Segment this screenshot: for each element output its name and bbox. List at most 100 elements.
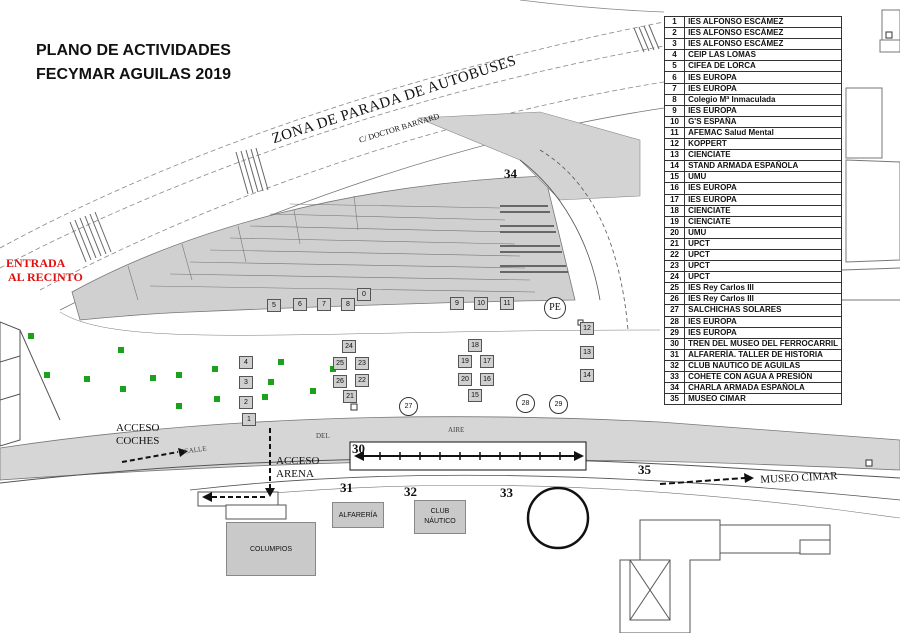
- road-edge-dashed-upper: [0, 21, 665, 249]
- stand-19: 19: [458, 355, 472, 368]
- stand-6: 6: [293, 298, 307, 311]
- legend-number: 9: [663, 104, 686, 117]
- crosswalk-left: [69, 211, 112, 263]
- legend-number: 20: [663, 226, 686, 239]
- legend-number: 15: [663, 171, 686, 184]
- legend-number: 21: [663, 237, 686, 250]
- legend-name: STAND ARMADA ESPAÑOLA: [684, 160, 842, 173]
- stand-0: 0: [357, 288, 371, 301]
- legend-number: 31: [663, 348, 686, 361]
- legend-name: MUSEO CIMAR: [684, 393, 842, 406]
- label-34: 34: [504, 166, 517, 181]
- legend-number: 13: [663, 149, 686, 162]
- train-ticks: [379, 452, 561, 460]
- stand-3: 3: [239, 376, 253, 389]
- promenade-line-3: [199, 484, 900, 519]
- legend-name: AFEMAC Salud Mental: [684, 126, 842, 140]
- club-nautico-box: CLUB NÁUTICO: [414, 500, 466, 534]
- stand-22: 22: [355, 374, 369, 387]
- arena-circle: [526, 486, 590, 550]
- entrance-label-line2: AL RECINTO: [8, 270, 83, 284]
- stand-27: 27: [399, 397, 418, 416]
- legend-number: 2: [663, 27, 686, 40]
- stand-23: 23: [355, 357, 369, 370]
- legend-number: 26: [663, 293, 686, 306]
- legend-number: 6: [663, 71, 686, 84]
- legend-name: IES EUROPA: [684, 315, 842, 328]
- legend-number: 34: [663, 382, 686, 395]
- building-top-right-2: [879, 39, 900, 53]
- legend-name: SALCHICHAS SOLARES: [684, 304, 842, 317]
- stand-17: 17: [480, 355, 494, 368]
- legend-name: UPCT: [684, 248, 842, 262]
- legend-number: 35: [663, 393, 686, 406]
- legend-number: 3: [663, 38, 686, 51]
- legend-name: CLUB NAUTICO DE AGUILAS: [684, 359, 842, 373]
- legend-name: UPCT: [684, 237, 842, 250]
- legend-name: COHETE CON AGUA A PRESIÓN: [684, 370, 842, 384]
- road-edge-solid-2: [519, 0, 665, 13]
- stand-16: 16: [480, 373, 494, 386]
- stand-12: 12: [580, 322, 594, 335]
- legend-number: 4: [663, 49, 686, 62]
- stand-26: 26: [333, 375, 347, 388]
- legend-name: CIENCIATE: [684, 215, 842, 228]
- legend-number: 25: [663, 282, 686, 295]
- legend-name: IES ALFONSO ESCÁMEZ: [684, 27, 842, 40]
- acceso-coches-line1: ACCESO: [116, 422, 160, 434]
- legend-number: 11: [663, 126, 686, 140]
- legend-name: G'S ESPAÑA: [684, 115, 842, 128]
- legend-name: IES EUROPA: [684, 326, 842, 339]
- road-edge-dashed-lower: [39, 81, 665, 291]
- legend-name: CIENCIATE: [684, 204, 842, 217]
- legend-number: 16: [663, 182, 686, 195]
- legend-number: 14: [663, 160, 686, 173]
- acceso-arena-line2: ARENA: [276, 468, 314, 480]
- legend-number: 22: [663, 248, 686, 262]
- legend-name: CHARLA ARMADA ESPAÑOLA: [684, 382, 842, 395]
- arrow-museo: [659, 477, 746, 485]
- legend-number: 24: [663, 271, 686, 284]
- legend-number: 32: [663, 359, 686, 373]
- entrance-label-line1: ENTRADA: [6, 256, 66, 270]
- building-right-shape: [845, 159, 900, 263]
- stand-25: 25: [333, 357, 347, 370]
- legend-name: UMU: [684, 226, 842, 239]
- crosswalk-top: [633, 24, 660, 53]
- shelter-stripes: [127, 195, 536, 301]
- legend-number: 18: [663, 204, 686, 217]
- stand-28: 28: [516, 394, 535, 413]
- stand-11: 11: [500, 297, 514, 310]
- columpios-box: COLUMPIOS: [226, 522, 316, 576]
- stand-1: 1: [242, 413, 256, 426]
- label-31: 31: [340, 480, 353, 495]
- arrow-acceso-coches: [121, 451, 179, 463]
- legend-name: IES ALFONSO ESCÁMEZ: [684, 38, 842, 51]
- stand-13: 13: [580, 346, 594, 359]
- stand-20: 20: [458, 373, 472, 386]
- green-markers: [28, 333, 336, 409]
- legend-name: TREN DEL MUSEO DEL FERROCARRIL: [684, 337, 842, 350]
- legend-number: 30: [663, 337, 686, 350]
- zone-34-curve: [519, 159, 601, 301]
- stand-7: 7: [317, 298, 331, 311]
